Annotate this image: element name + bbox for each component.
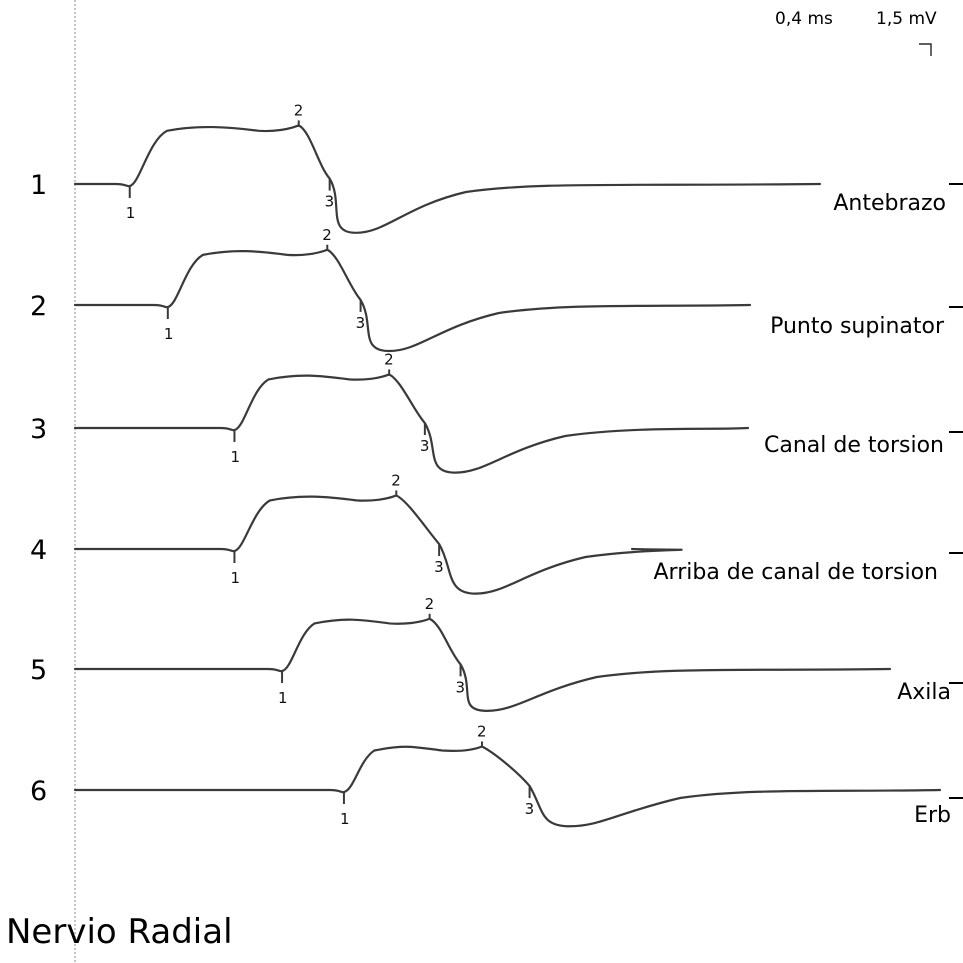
latency-marker-label: 2 [294,101,304,119]
trace-number: 3 [30,414,47,445]
latency-marker-label: 2 [477,722,487,740]
stimulation-site-label: Antebrazo [833,191,946,216]
latency-marker-label: 2 [425,595,435,613]
stimulation-site-label: Erb [914,803,951,828]
latency-marker-label: 3 [356,314,366,332]
stimulation-site-label: Canal de torsion [764,433,944,458]
latency-marker-label: 3 [420,437,430,455]
stimulation-site-label: Axila [897,680,951,705]
waveform-trace [73,745,942,828]
trace-number: 4 [30,535,47,566]
latency-marker-label: 1 [278,689,288,707]
trace-number: 2 [30,291,47,322]
latency-marker-label: 2 [384,350,394,368]
waveform-trace [73,617,892,712]
latency-marker-label: 1 [230,448,240,466]
latency-marker-label: 3 [525,800,535,818]
latency-marker-label: 3 [434,558,444,576]
latency-marker-label: 1 [164,325,174,343]
waveform-trace [73,248,752,353]
latency-marker-label: 1 [340,810,350,828]
trace-number: 5 [30,655,47,686]
scale-bracket-icon [919,43,932,56]
waveform-trace [73,124,822,234]
trace-number: 1 [30,170,47,201]
nerve-title: Nervio Radial [6,912,233,952]
latency-marker-label: 2 [391,471,401,489]
latency-marker-label: 1 [126,204,136,222]
sensitivity-scale-label: 1,5 mV [876,9,937,29]
stimulation-site-label: Punto supinator [770,314,945,339]
waveform-trace [73,373,750,474]
latency-marker-label: 1 [230,569,240,587]
trace-number: 6 [30,776,47,807]
sweep-scale-label: 0,4 ms [775,9,833,29]
latency-marker-label: 2 [322,226,332,244]
stimulation-site-label: Arriba de canal de torsion [653,560,938,585]
latency-marker-label: 3 [456,678,466,696]
latency-marker-label: 3 [325,193,335,211]
waveform-trace [73,494,683,595]
